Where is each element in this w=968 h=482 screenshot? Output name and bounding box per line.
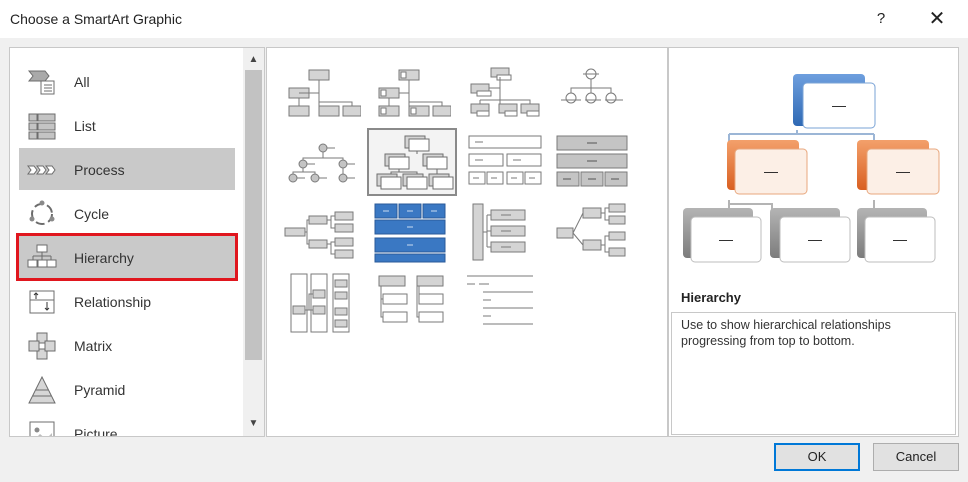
- scroll-thumb[interactable]: [245, 70, 262, 360]
- dialog-title: Choose a SmartArt Graphic: [10, 11, 182, 27]
- hierarchy-preview-diagram: — — — — — —: [683, 74, 940, 263]
- category-label: Relationship: [74, 294, 152, 310]
- help-button[interactable]: ?: [876, 10, 886, 27]
- preview-node-top: —: [832, 97, 846, 113]
- scroll-up-arrow-icon[interactable]: ▲: [248, 54, 259, 65]
- lined-list-thumbnail: [556, 203, 626, 257]
- layout-circle-picture-hierarchy[interactable]: [547, 60, 631, 124]
- layout-labeled-hierarchy[interactable]: [277, 130, 361, 194]
- all-icon: [27, 70, 55, 95]
- lined-text-thumbnail: [467, 275, 533, 325]
- preview-title: Hierarchy: [681, 290, 741, 305]
- horizontal-multi-level-thumbnail: [374, 203, 446, 263]
- labeled-hierarchy-thumbnail: [288, 143, 355, 183]
- layout-hierarchy[interactable]: [367, 128, 457, 196]
- layout-horizontal-multi-level[interactable]: [367, 200, 451, 264]
- pyramid-icon: [28, 375, 56, 404]
- layout-horizontal-hierarchy[interactable]: [277, 200, 361, 264]
- category-label: List: [74, 118, 96, 134]
- category-scrollbar[interactable]: ▲ ▼: [243, 48, 264, 436]
- name-title-org-chart-thumbnail: [470, 67, 540, 117]
- layout-lined-list[interactable]: [553, 200, 637, 264]
- layout-picture-org-chart[interactable]: [367, 60, 452, 124]
- layout-gallery: [266, 47, 668, 437]
- category-label: Hierarchy: [74, 250, 134, 266]
- matrix-icon: [28, 332, 56, 360]
- category-list-item[interactable]: List: [19, 104, 235, 146]
- table-list-thumbnail: [378, 275, 444, 323]
- layout-table-hierarchy[interactable]: [463, 130, 547, 194]
- vertical-hierarchy-thumbnail: [290, 273, 350, 333]
- cycle-icon: [29, 200, 55, 225]
- picture-icon: [29, 421, 55, 436]
- layout-name-title-org-chart[interactable]: [457, 60, 541, 124]
- layout-vertical-hierarchy[interactable]: [277, 270, 361, 334]
- layout-architecture[interactable]: [553, 130, 637, 194]
- category-label: Process: [74, 162, 125, 178]
- category-label: Matrix: [74, 338, 113, 354]
- category-hierarchy[interactable]: Hierarchy: [16, 233, 238, 281]
- horizontal-hierarchy-thumbnail: [284, 211, 354, 259]
- hierarchy-icon: [27, 244, 57, 268]
- category-all[interactable]: All: [19, 60, 235, 102]
- list-icon: [28, 113, 56, 140]
- layout-hierarchy-list[interactable]: [463, 200, 547, 264]
- layout-lined-text[interactable]: [463, 270, 547, 334]
- preview-node-bottom-2: —: [808, 231, 822, 247]
- architecture-thumbnail: [556, 135, 628, 187]
- layout-org-chart[interactable]: [277, 60, 362, 124]
- ok-button[interactable]: OK: [774, 443, 860, 471]
- preview-description: Use to show hierarchical relationships p…: [671, 312, 956, 435]
- category-label: Pyramid: [74, 382, 126, 398]
- layout-table-list[interactable]: [367, 270, 451, 334]
- preview-node-right: —: [896, 163, 910, 179]
- category-matrix[interactable]: Matrix: [19, 324, 235, 366]
- category-cycle[interactable]: Cycle: [19, 192, 235, 234]
- circle-picture-hierarchy-thumbnail: [561, 68, 623, 104]
- picture-org-chart-thumbnail: [378, 69, 452, 117]
- cancel-button[interactable]: Cancel: [873, 443, 959, 471]
- preview-node-bottom-1: —: [719, 231, 733, 247]
- category-label: All: [74, 74, 90, 90]
- category-list: All List Process Cycle Hierarchy: [9, 47, 265, 437]
- category-relationship[interactable]: Relationship: [19, 280, 235, 322]
- scroll-down-arrow-icon[interactable]: ▼: [248, 418, 259, 429]
- category-process[interactable]: Process: [19, 148, 235, 190]
- preview-node-bottom-3: —: [893, 231, 907, 247]
- org-chart-thumbnail: [288, 69, 362, 117]
- relationship-icon: [29, 290, 55, 314]
- close-button[interactable]: ✕: [928, 8, 946, 30]
- hierarchy-list-thumbnail: [472, 203, 526, 261]
- category-pyramid[interactable]: Pyramid: [19, 368, 235, 410]
- preview-panel: — — — — — — Hierarchy Use to show hierar…: [668, 47, 959, 437]
- hierarchy-thumbnail: [376, 135, 454, 190]
- category-label: Picture: [74, 426, 118, 437]
- table-hierarchy-thumbnail: [468, 135, 542, 185]
- title-bar: Choose a SmartArt Graphic ? ✕: [0, 0, 968, 38]
- process-icon: [27, 165, 56, 175]
- category-picture[interactable]: Picture: [19, 412, 235, 437]
- preview-node-left: —: [764, 163, 778, 179]
- category-label: Cycle: [74, 206, 110, 222]
